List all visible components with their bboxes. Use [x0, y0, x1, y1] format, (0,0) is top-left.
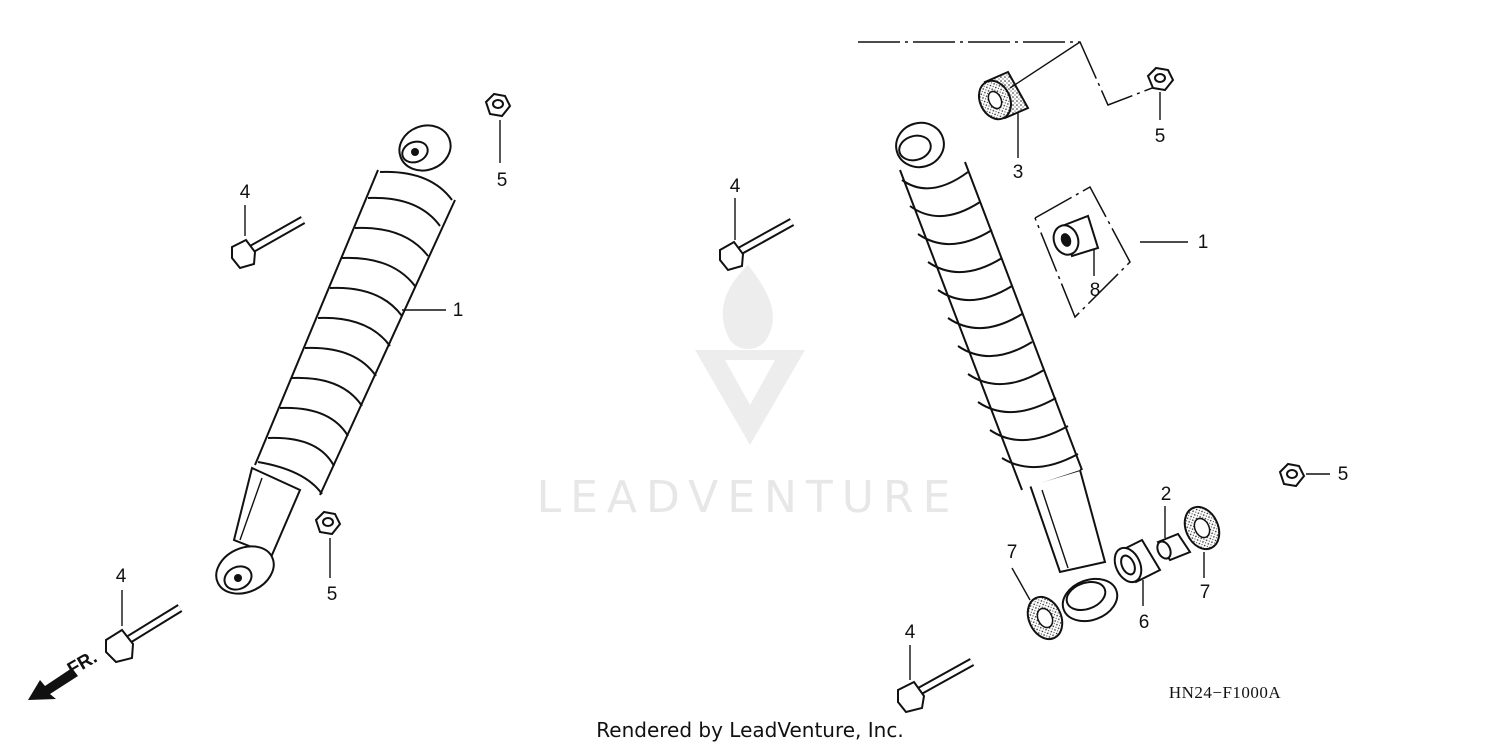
callout-right-seal-left: 7: [1007, 542, 1018, 563]
left-shock-absorber: [215, 124, 456, 595]
callout-right-bushing-mid: 8: [1090, 280, 1101, 301]
callout-right-nut-right: 5: [1338, 464, 1349, 485]
front-arrow-icon: [28, 668, 78, 700]
left-spring-coils: [257, 170, 453, 495]
left-bolt-top: [231, 216, 306, 270]
callout-right-bushing-top: 3: [1013, 162, 1024, 183]
callout-right-nut-top: 5: [1155, 126, 1166, 147]
callout-right-collar: 2: [1161, 484, 1172, 505]
right-bushing-top: [977, 70, 1030, 121]
callout-left-bolt-top: 4: [240, 182, 251, 203]
watermark-text: LEADVENTURE: [537, 472, 960, 523]
right-nut-top: [1146, 66, 1175, 92]
right-seal-left: [1026, 595, 1064, 641]
right-seal-right: [1183, 505, 1221, 551]
callout-right-bearing: 6: [1139, 612, 1150, 633]
left-nut-bottom: [314, 510, 342, 536]
callout-right-shock: 1: [1198, 232, 1209, 253]
assembly-outline: [858, 41, 1161, 106]
left-bolt-bottom: [105, 604, 183, 664]
callout-left-shock: 1: [453, 300, 464, 321]
right-collar: [1156, 532, 1192, 562]
callout-right-seal-right: 7: [1200, 582, 1211, 603]
right-bolt-top: [719, 218, 795, 272]
footer-credit: Rendered by LeadVenture, Inc.: [596, 718, 903, 742]
right-bolt-bottom: [897, 658, 975, 714]
right-shock-absorber: [895, 121, 1119, 623]
right-bushing-mid: [1052, 214, 1100, 258]
callout-left-bolt-bottom: 4: [116, 566, 127, 587]
callout-right-bolt-top: 4: [730, 176, 741, 197]
left-nut-top: [484, 92, 512, 118]
callout-left-nut-bottom: 5: [327, 584, 338, 605]
callout-right-bolt-bottom: 4: [905, 622, 916, 643]
watermark-logo: [695, 265, 805, 445]
right-bearing: [1113, 538, 1162, 584]
right-spring-coils: [901, 171, 1079, 468]
right-nut-right: [1278, 462, 1306, 488]
callout-left-nut-top: 5: [497, 170, 508, 191]
diagram-code: HN24−F1000A: [1169, 683, 1282, 702]
